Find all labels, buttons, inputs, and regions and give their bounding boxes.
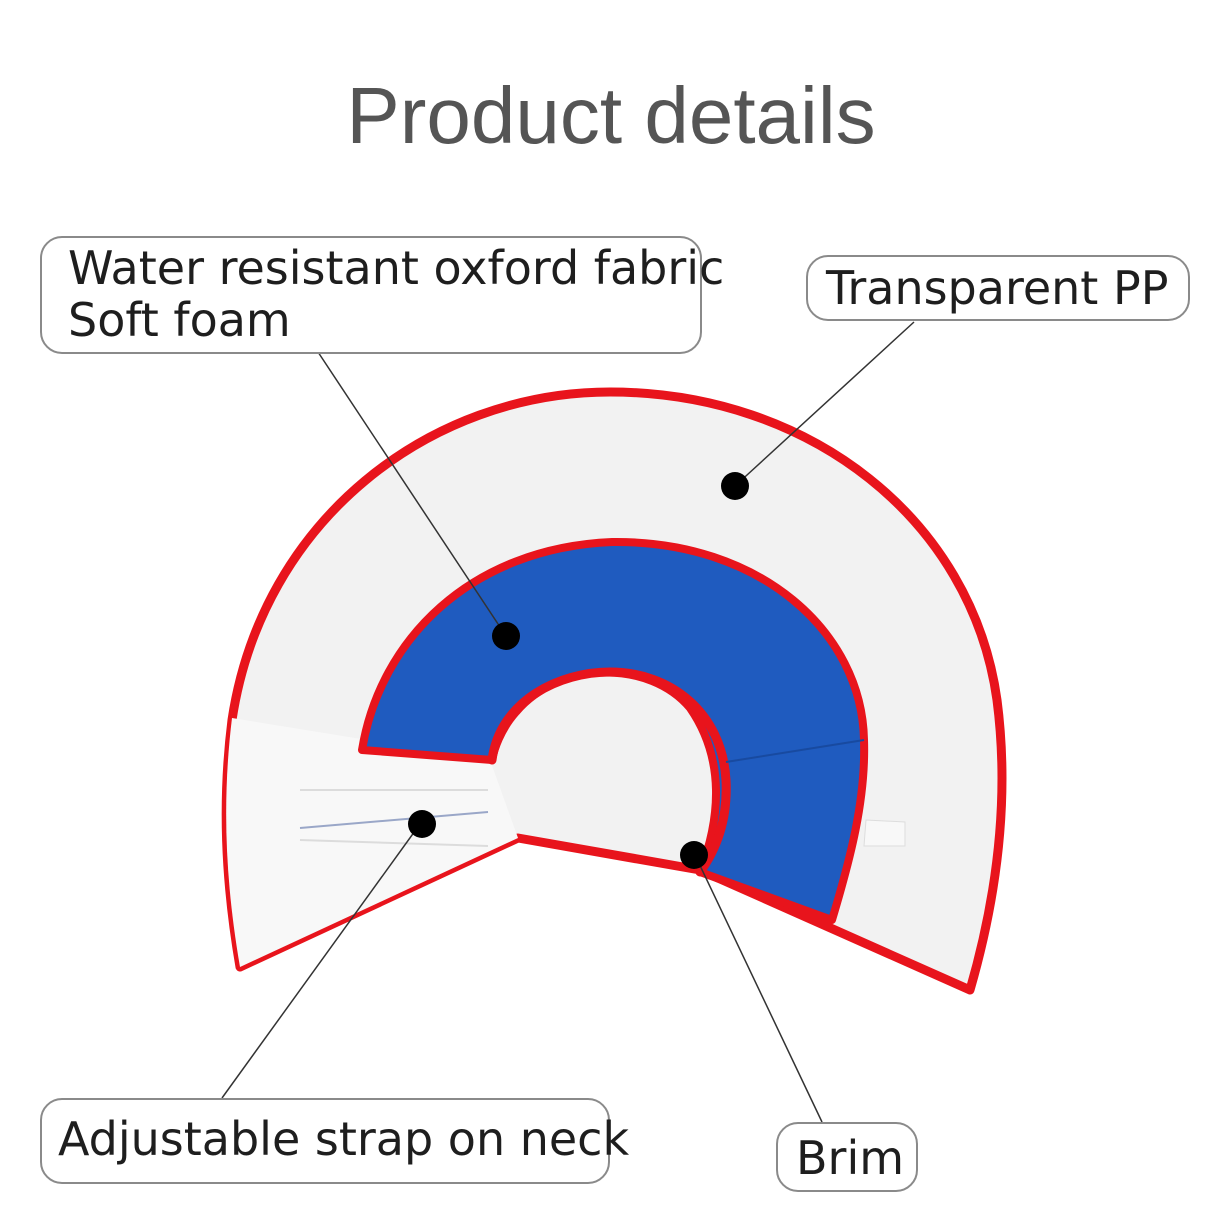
leader-line-strap — [221, 823, 421, 1099]
callout-transparent-pp: Transparent PP — [806, 255, 1190, 321]
callout-fabric: Water resistant oxford fabric Soft foam — [40, 236, 725, 354]
callout-strap-label: Adjustable strap on neck — [58, 1112, 630, 1166]
leader-line-fabric — [317, 351, 507, 637]
side-tab — [863, 819, 906, 847]
marker-dot-brim — [680, 841, 708, 869]
callout-fabric-line-1: Water resistant oxford fabric — [68, 241, 725, 295]
neck-opening — [487, 667, 731, 877]
strap-line — [299, 811, 489, 829]
callout-brim: Brim — [776, 1122, 918, 1192]
strap-line — [299, 839, 489, 847]
leader-line-pp — [734, 321, 915, 487]
marker-dot-pp — [721, 472, 749, 500]
marker-dot-fabric — [492, 622, 520, 650]
foam-seam — [725, 739, 865, 763]
callout-brim-label: Brim — [796, 1131, 905, 1185]
page-title: Product details — [346, 71, 876, 160]
callout-adjustable-strap: Adjustable strap on neck — [40, 1098, 630, 1184]
callout-pp-label: Transparent PP — [826, 261, 1169, 315]
marker-dot-strap — [408, 810, 436, 838]
leader-line-brim — [694, 854, 823, 1123]
callout-fabric-line-2: Soft foam — [68, 293, 291, 347]
